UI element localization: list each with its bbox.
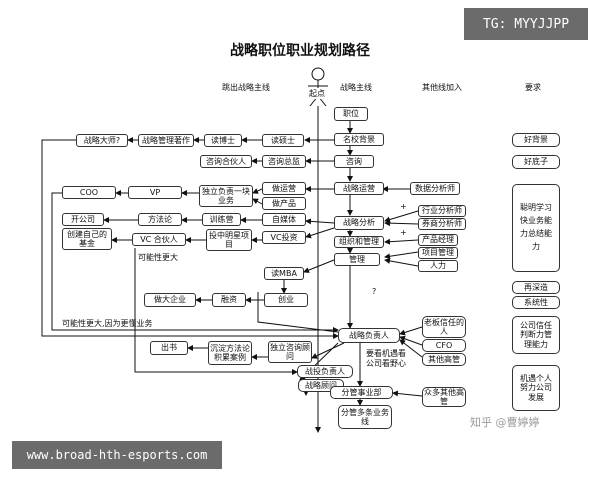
req-hao-beijing: 好背景 bbox=[512, 133, 560, 147]
node-mba: 读MBA bbox=[264, 267, 304, 280]
column-main-header: 战略主线 bbox=[340, 83, 372, 92]
note-possibility-larger-business: 可能性更大,因为更懂业务 bbox=[62, 319, 153, 328]
tg-badge: TG: MYYJJPP bbox=[464, 8, 588, 40]
node-vp: VP bbox=[128, 186, 182, 199]
node-dashi: 战略大师? bbox=[76, 134, 128, 147]
note-plus-1: + bbox=[400, 202, 407, 211]
node-chuangjian-jijin: 创建自己的基金 bbox=[62, 228, 112, 250]
node-zuzhi-guanli: 组织和管理 bbox=[334, 236, 384, 248]
node-zixun-zongjian: 咨询总监 bbox=[262, 155, 306, 168]
node-zhong-qita-gaoguan: 众多其他高管 bbox=[422, 387, 466, 407]
node-coo: COO bbox=[62, 186, 116, 199]
node-guanli: 管理 bbox=[334, 253, 380, 266]
node-duli-fuze: 独立负责一块业务 bbox=[199, 185, 253, 207]
column-other-header: 其他线加入 bbox=[422, 83, 462, 92]
node-xiangmu: 项目管理 bbox=[418, 247, 458, 259]
node-zhanlue-fuzeren: 战略负责人 bbox=[338, 328, 400, 343]
node-zhanlue-yunying: 战略运营 bbox=[334, 182, 384, 195]
node-kai-gongsi: 开公司 bbox=[62, 213, 104, 226]
node-zhantou-fuzeren: 战投负责人 bbox=[297, 365, 353, 378]
node-zixun-hehuoren: 咨询合伙人 bbox=[200, 155, 252, 168]
node-fenguan-shiyebu: 分管事业部 bbox=[330, 386, 393, 399]
node-vc-hehuoren: VC 合伙人 bbox=[132, 233, 186, 246]
req-hao-dizi: 好底子 bbox=[512, 155, 560, 169]
node-qita-gaoguan: 其他高管 bbox=[422, 353, 466, 366]
column-left-header: 跳出战略主线 bbox=[222, 83, 270, 92]
node-chushu: 出书 bbox=[150, 341, 188, 355]
node-zuo-yunying: 做运营 bbox=[262, 182, 306, 195]
req-zai-shenzao: 再深造 bbox=[512, 281, 560, 294]
note-opportunity: 要看机遇看公司看野心 bbox=[366, 349, 406, 368]
node-renli: 人力 bbox=[418, 260, 458, 272]
node-quanshang: 券商分析师 bbox=[418, 218, 466, 230]
node-rongzi: 融资 bbox=[212, 293, 246, 307]
req-jiyu: 机遇个人努力公司发展 bbox=[512, 365, 560, 411]
node-cfo: CFO bbox=[422, 339, 466, 352]
node-vc-touzi: VC投资 bbox=[262, 231, 306, 244]
node-zhanlue-fenxi: 战略分析 bbox=[334, 216, 384, 230]
note-plus-2: + bbox=[400, 228, 407, 237]
diagram-title: 战略职位职业规划路径 bbox=[230, 43, 370, 59]
node-du-shuoshi: 读硕士 bbox=[262, 134, 304, 147]
node-chendian: 沉淀方法论积累案例 bbox=[208, 341, 252, 365]
node-hangye: 行业分析师 bbox=[418, 205, 466, 217]
node-zhiwei: 职位 bbox=[334, 107, 368, 121]
node-zimeiti: 自媒体 bbox=[262, 213, 306, 226]
note-question: ? bbox=[372, 287, 377, 296]
start-label: 起点 bbox=[309, 88, 325, 99]
node-chuangye: 创业 bbox=[264, 293, 308, 307]
node-zuoda-qiye: 做大企业 bbox=[144, 293, 196, 307]
node-touzhong: 投中明星项目 bbox=[206, 229, 252, 251]
req-nengli: 聪明学习快业务能力总结能力 bbox=[512, 184, 560, 272]
node-chanpin: 产品经理 bbox=[418, 234, 458, 246]
node-fangfalun: 方法论 bbox=[138, 213, 182, 226]
req-xitongxing: 系统性 bbox=[512, 296, 560, 309]
column-req-header: 要求 bbox=[525, 83, 541, 92]
footer-url-banner: www.broad-hth-esports.com bbox=[12, 441, 222, 469]
node-fenguan-duotiao: 分管多条业务线 bbox=[338, 405, 392, 429]
watermark-zhihu: 知乎 @曹婷婷 bbox=[470, 416, 540, 429]
node-zixun: 咨询 bbox=[334, 155, 374, 168]
node-duli-zixun-guwen: 独立咨询顾问 bbox=[268, 341, 312, 363]
node-zuo-chanpin: 做产品 bbox=[262, 197, 306, 210]
note-possibility-larger: 可能性更大 bbox=[138, 253, 178, 262]
node-laoban: 老板信任的人 bbox=[422, 316, 466, 338]
node-zhanlue-zhuzuo: 战略管理著作 bbox=[138, 134, 194, 147]
node-du-boshi: 读博士 bbox=[204, 134, 242, 147]
node-xunlianying: 训练营 bbox=[202, 213, 241, 226]
node-mingxiao: 名校背景 bbox=[334, 133, 384, 146]
req-gongsi-xinren: 公司信任判断力管理能力 bbox=[512, 316, 560, 354]
node-shuju: 数据分析师 bbox=[410, 182, 460, 195]
